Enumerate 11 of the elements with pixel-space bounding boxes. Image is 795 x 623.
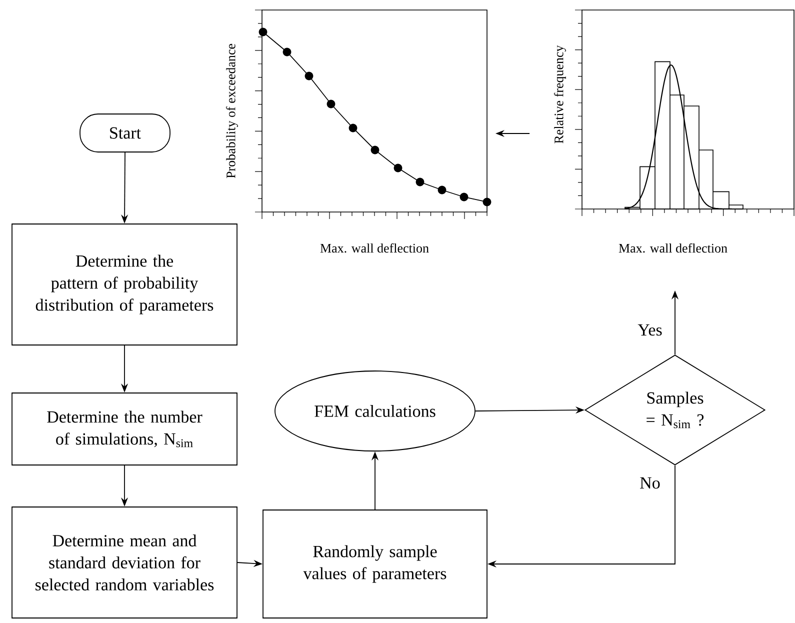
edge-label: No — [638, 475, 662, 491]
process-box: Determine the pattern of probability distribution of parameters — [12, 224, 238, 346]
process-box: Determine mean and standard deviation for selected random variables — [12, 506, 238, 618]
axis-label: Max. wall deflection — [618, 243, 728, 253]
start-terminal: Start — [80, 114, 170, 152]
process-box: Randomly sample values of parameters — [262, 510, 488, 618]
axis-label: Probability of exceedance — [226, 44, 238, 178]
process-box: Determine the number of simulations, N$_{sim}$ — [12, 392, 238, 466]
axis-label: Relative frequency — [554, 45, 566, 144]
axis-label: Max. wall deflection — [320, 243, 429, 253]
edge-label: Yes — [636, 322, 664, 338]
